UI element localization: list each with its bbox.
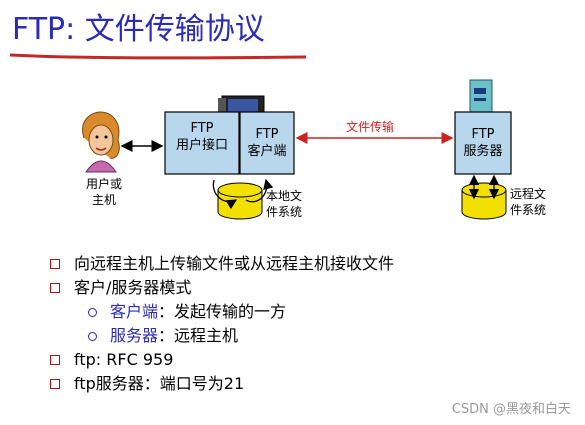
list-item: 向远程主机上传输文件或从远程主机接收文件 [48,252,568,276]
bullet-text: 客户/服务器模式 [74,278,192,297]
page-title: FTP: 文件传输协议 [12,12,265,47]
list-item: ftp: RFC 959 [48,348,568,372]
square-bullet-icon [50,283,60,293]
sub-bullet-head: 客户端 [110,302,159,321]
remote-filesystem-cylinder [461,182,507,220]
local-fs-arrow-back [245,178,274,203]
remote-fs-label-1: 远程文 [510,187,547,201]
bullet-list: 向远程主机上传输文件或从远程主机接收文件 客户/服务器模式 客户端：发起传输的一… [48,252,568,396]
remote-fs-label-2: 件系统 [510,203,547,217]
local-fs-label-2: 件系统 [266,205,303,219]
list-item: 客户/服务器模式 [48,276,568,300]
square-bullet-icon [50,379,60,389]
sub-bullet-text: ：发起传输的一方 [158,302,287,321]
server-box-label-2: 服务器 [463,144,503,159]
bullet-text: 向远程主机上传输文件或从远程主机接收文件 [74,254,395,273]
ui-box-label-1: FTP [190,121,214,136]
circle-bullet-icon [88,308,97,317]
client-box-label-2: 客户端 [247,144,287,159]
ftp-ui-box [164,111,240,175]
title-underline [9,53,307,60]
sub-bullet-text: ：远程主机 [158,326,239,345]
watermark: CSDN @黑夜和白天 [451,402,571,417]
ui-box-label-2: 用户接口 [175,138,228,153]
sub-bullet-head: 服务器 [110,326,159,345]
local-filesystem-cylinder [217,182,263,220]
local-fs-label-1: 本地文 [266,189,303,203]
user-icon [82,111,120,173]
bullet-text: ftp服务器：端口号为21 [74,374,245,393]
ftp-server-box [454,111,512,175]
client-box-label-1: FTP [255,127,279,142]
sub-list-item: 服务器：远程主机 [48,324,568,348]
server-icon [469,79,493,115]
bullet-text: ftp: RFC 959 [74,350,174,369]
ftp-diagram [82,79,512,220]
local-fs-arrow [212,179,238,210]
ftp-client-box [239,111,295,175]
square-bullet-icon [50,355,60,365]
file-transfer-label: 文件传输 [346,120,395,134]
sub-list-item: 客户端：发起传输的一方 [48,300,568,324]
user-label-1: 用户或 [85,177,122,191]
square-bullet-icon [50,259,60,269]
server-box-label-1: FTP [471,127,495,142]
user-label-2: 主机 [91,193,116,207]
list-item: ftp服务器：端口号为21 [48,372,568,396]
circle-bullet-icon [88,332,97,341]
